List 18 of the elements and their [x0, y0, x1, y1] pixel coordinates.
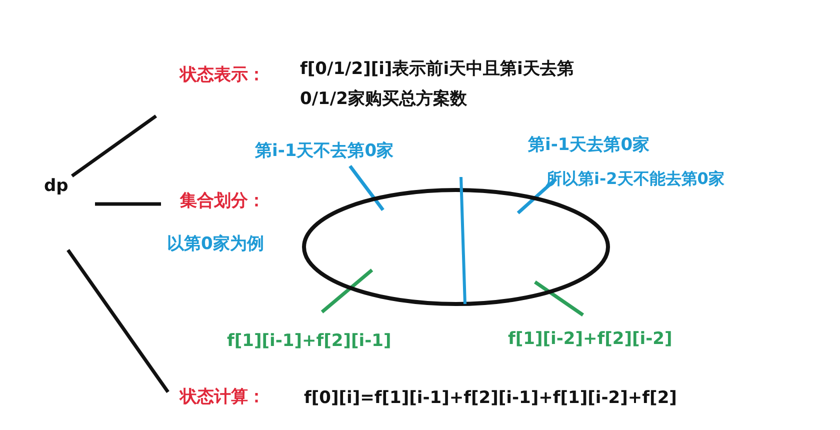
connector-line — [70, 114, 158, 178]
description-text: f[0/1/2][i]表示前i天中且第i天去第0/1/2家购买总方案数 — [300, 58, 575, 111]
heading-label: 状态表示： — [180, 65, 265, 86]
leader-line — [534, 280, 584, 316]
formula-text: f[0][i]=f[1][i-1]+f[2][i-1]+f[1][i-2]+f[2] — [304, 388, 677, 408]
connector-line — [66, 249, 170, 393]
connector-line — [95, 202, 161, 206]
leader-line — [348, 164, 384, 212]
annotation-text: 第i-1天不去第0家 — [252, 140, 452, 166]
formula-text: f[1][i-1]+f[2][i-1] — [224, 330, 422, 356]
heading-label: 状态计算： — [180, 387, 265, 408]
leader-line — [516, 178, 558, 214]
formula-text: f[1][i-2]+f[2][i-2] — [505, 328, 693, 354]
heading-label: 集合划分： — [161, 190, 277, 216]
leader-line — [320, 268, 374, 314]
annotation-text: 第i-1天去第0家 — [528, 135, 650, 156]
root-label: dp — [40, 176, 72, 198]
note-text: 以第0家为例 — [167, 234, 264, 254]
